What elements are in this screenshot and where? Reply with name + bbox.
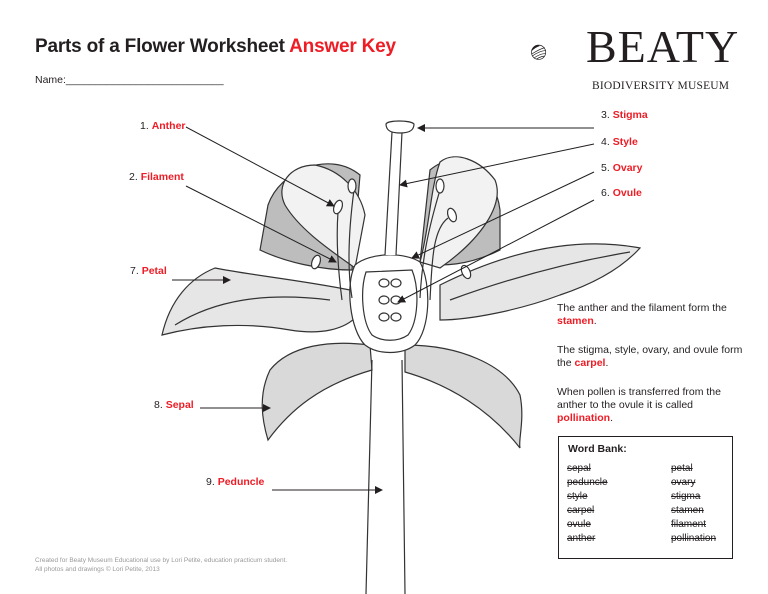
word-bank-item: stamen: [671, 505, 704, 516]
word-bank-item: sepal: [567, 463, 591, 474]
label-ovary: 5. Ovary: [601, 162, 643, 174]
statement-pollination: When pollen is transferred from the anth…: [557, 386, 721, 424]
word-bank-item: anther: [567, 533, 596, 544]
stigma: [385, 120, 415, 134]
petal-right: [439, 243, 642, 321]
label-sepal: 8. Sepal: [154, 399, 194, 411]
sepal-right: [404, 344, 523, 449]
label-stigma: 3. Stigma: [601, 109, 648, 121]
word-bank-title: Word Bank:: [568, 443, 627, 455]
label-anther: 1. Anther: [140, 120, 186, 132]
label-peduncle: 9. Peduncle: [206, 476, 265, 488]
word-bank-item: ovary: [671, 477, 696, 488]
footer-line-2: All photos and drawings © Lori Petite, 2…: [35, 566, 160, 573]
shell-icon: [531, 44, 547, 60]
ovules: [378, 278, 402, 322]
word-bank-item: peduncle: [567, 477, 608, 488]
label-ovule: 6. Ovule: [601, 187, 642, 199]
word-bank-item: filament: [671, 519, 707, 530]
footer-credits: Created for Beaty Museum Educational use…: [35, 556, 287, 574]
word-bank-item: stigma: [671, 491, 701, 502]
word-bank: Word Bank: sepal peduncle style carpel o…: [558, 436, 733, 559]
word-bank-item: ovule: [567, 519, 591, 530]
title-answer-key: Answer Key: [289, 36, 396, 57]
word-bank-left-column: sepal peduncle style carpel ovule anther: [567, 462, 608, 546]
peduncle: [365, 359, 406, 594]
worksheet-title: Parts of a Flower Worksheet Answer Key: [35, 36, 396, 58]
statement-stamen: The anther and the filament form the sta…: [557, 302, 727, 327]
name-field: Name:___________________________: [35, 74, 224, 86]
title-text: Parts of a Flower Worksheet: [35, 36, 285, 57]
statement-carpel: The stigma, style, ovary, and ovule form…: [557, 344, 743, 369]
label-petal: 7. Petal: [130, 265, 167, 277]
ovary-body: [349, 254, 429, 354]
label-style: 4. Style: [601, 136, 638, 148]
word-bank-right-column: petal ovary stigma stamen filament polli…: [671, 462, 716, 546]
label-filament: 2. Filament: [129, 171, 184, 183]
petal-left: [161, 267, 359, 336]
word-bank-item: pollination: [671, 533, 717, 544]
style: [384, 131, 403, 256]
word-bank-item: petal: [671, 463, 693, 474]
word-bank-item: style: [567, 491, 588, 502]
logo-subtitle: BIODIVERSITY MUSEUM: [592, 80, 730, 92]
word-bank-item: carpel: [567, 505, 595, 516]
sepal-left: [261, 342, 373, 442]
footer-line-1: Created for Beaty Museum Educational use…: [35, 557, 288, 564]
logo-wordmark: BEATY: [586, 21, 740, 72]
